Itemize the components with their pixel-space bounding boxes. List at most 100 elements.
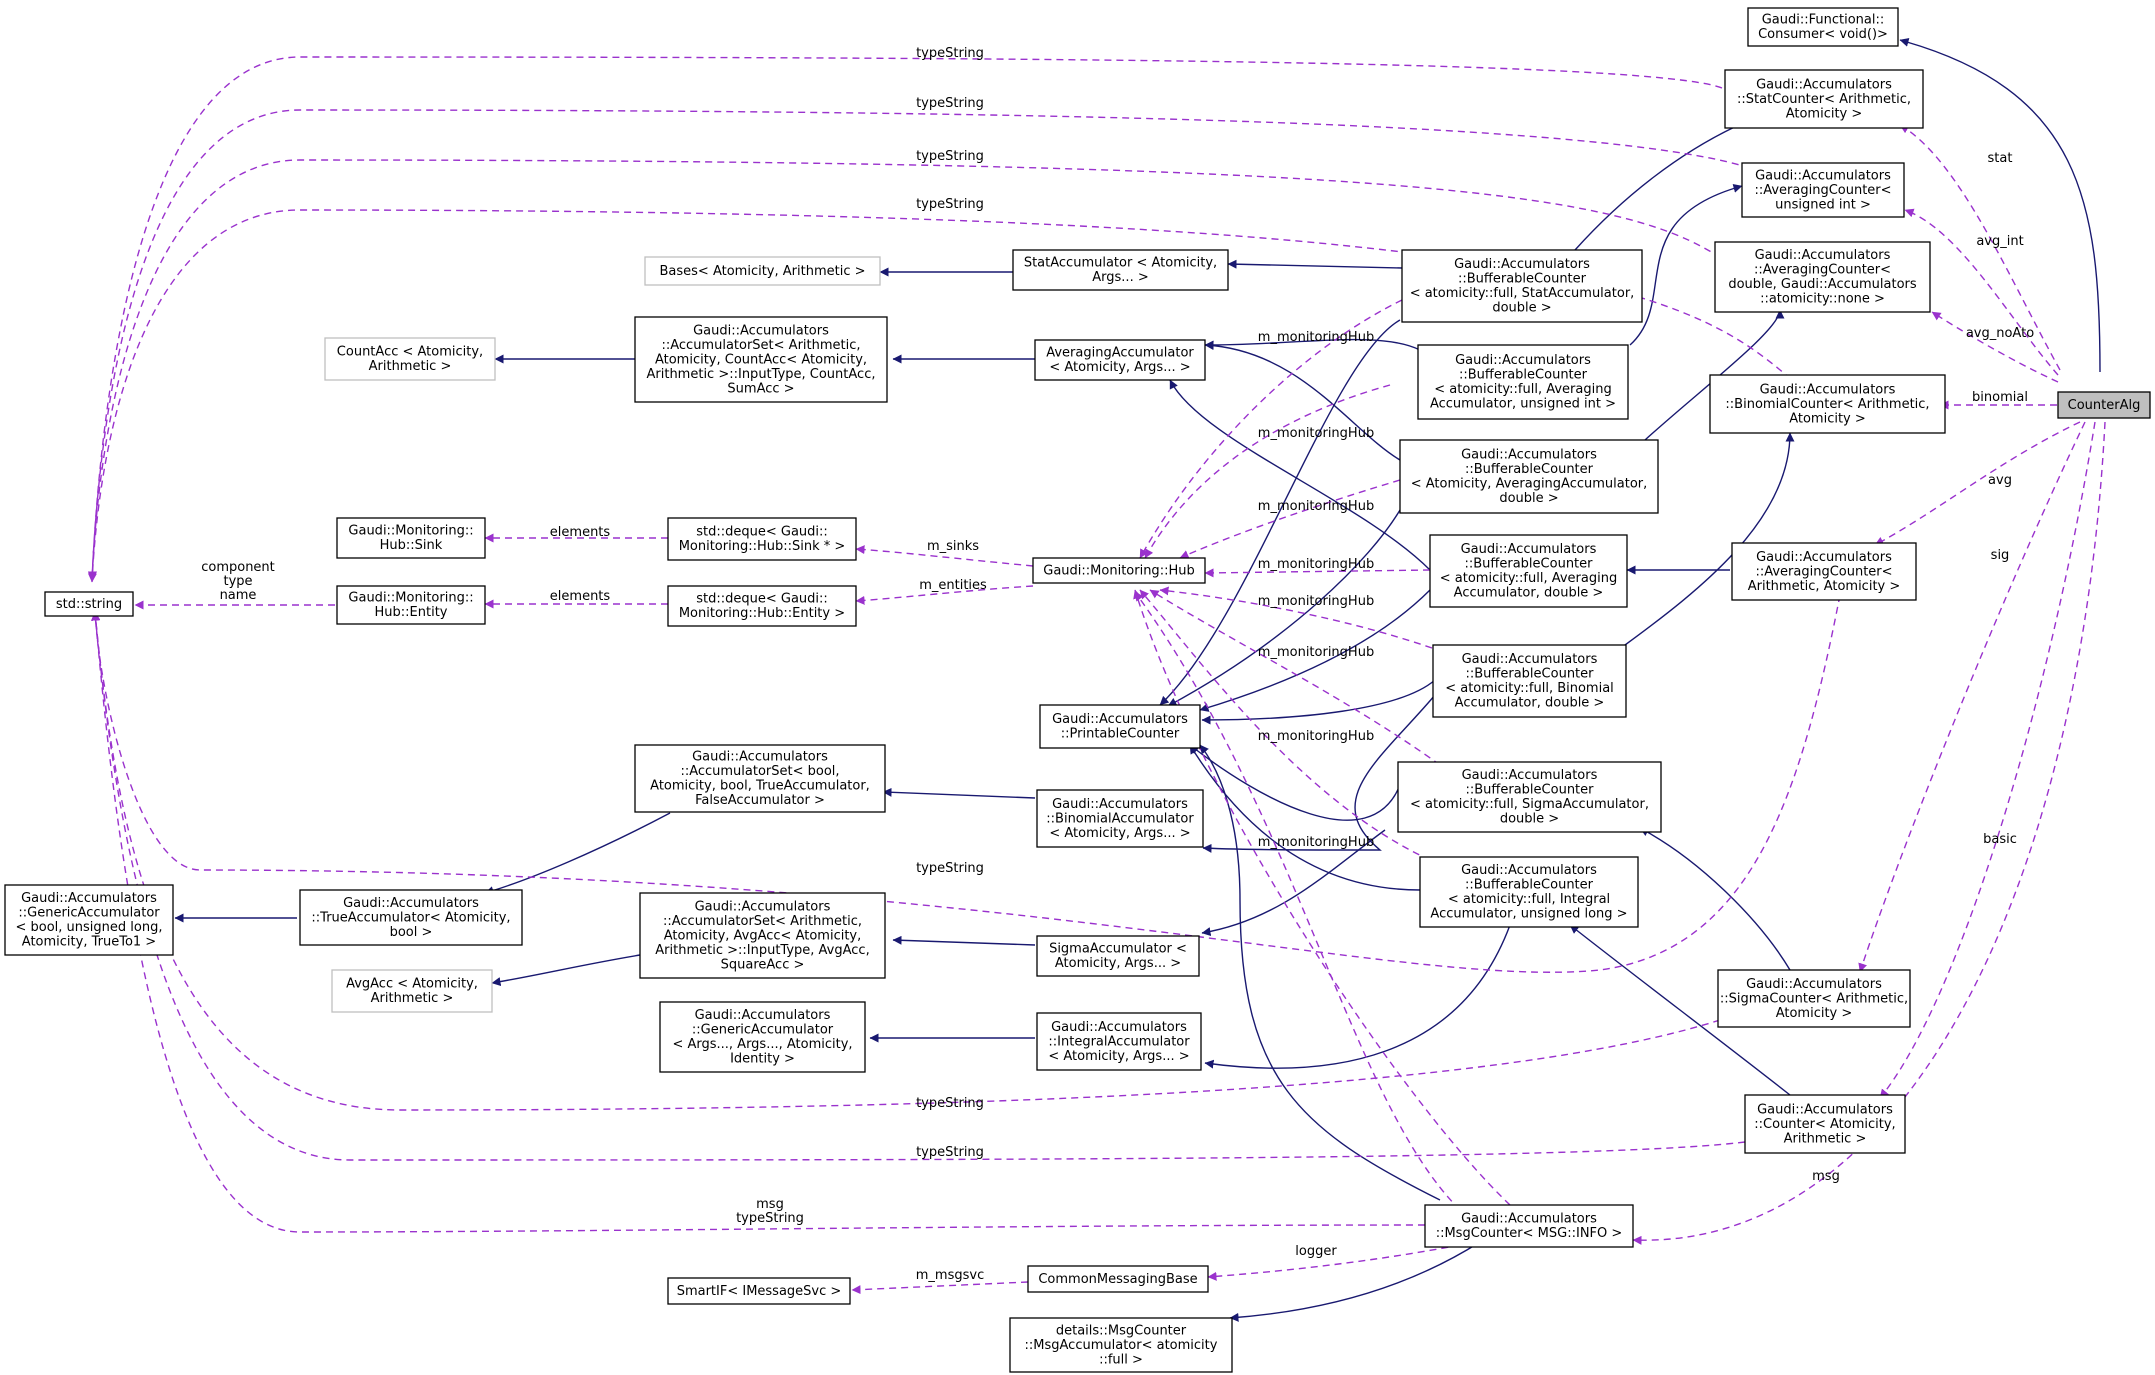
edge-msgcounter-to-printable [1199,744,1441,1201]
class-node-label: ::MsgCounter< MSG::INFO > [1436,1226,1623,1241]
class-node-label: CounterAlg [2068,398,2141,413]
class-node-bases[interactable]: Bases< Atomicity, Arithmetic > [644,256,881,286]
class-node-label: double > [1492,301,1551,316]
class-node-avgacc[interactable]: AvgAcc < Atomicity,Arithmetic > [331,969,493,1013]
class-node-label: < atomicity::full, Integral [1448,892,1610,907]
class-node-hub[interactable]: Gaudi::Monitoring::Hub [1032,557,1206,584]
class-node-stataccum[interactable]: StatAccumulator < Atomicity,Args... > [1012,249,1229,291]
class-node-label: Gaudi::Accumulators [1461,863,1597,878]
class-node-avgcounter-double-none[interactable]: Gaudi::Accumulators::AveragingCounter<do… [1714,241,1931,313]
class-node-avgaccum[interactable]: AveragingAccumulator< Atomicity, Args...… [1034,339,1206,381]
class-node-label: ::BufferableCounter [1465,878,1594,893]
class-node-label: ::MsgAccumulator< atomicity [1025,1338,1218,1353]
class-node-box [1714,241,1931,313]
class-node-label: < Atomicity, Args... > [1049,826,1190,841]
class-node-label: Atomicity > [1776,1006,1853,1021]
class-node-box [324,337,496,381]
class-node-genacc-args[interactable]: Gaudi::Accumulators::GenericAccumulator<… [659,1001,866,1073]
class-node-binomialcounter[interactable]: Gaudi::Accumulators::BinomialCounter< Ar… [1709,374,1946,434]
class-node-hub-entity[interactable]: Gaudi::Monitoring::Hub::Entity [336,585,486,625]
class-node-label: ::atomicity::none > [1760,292,1885,307]
class-node-label: Gaudi::Accumulators [1461,448,1597,463]
class-node-deque-sink[interactable]: std::deque< Gaudi::Monitoring::Hub::Sink… [667,517,857,561]
class-node-label: Gaudi::Functional:: [1762,13,1885,28]
edge-sigmaaccum-to-accsetavg [892,935,1036,946]
class-node-genacc-bool[interactable]: Gaudi::Accumulators::GenericAccumulator<… [4,884,174,956]
class-node-msgcounter[interactable]: Gaudi::Accumulators::MsgCounter< MSG::IN… [1424,1204,1634,1248]
class-node-sigmaaccum[interactable]: SigmaAccumulator <Atomicity, Args... > [1036,935,1200,977]
class-node-label: double > [1500,812,1559,827]
class-node-buf-avg-double[interactable]: Gaudi::Accumulators::BufferableCounter< … [1429,534,1628,608]
edge-bufsigma-to-printable [1189,744,1401,821]
class-node-counter[interactable]: Gaudi::Accumulators::Counter< Atomicity,… [1744,1094,1906,1154]
class-node-label: Accumulator, double > [1454,586,1604,601]
class-node-label: Gaudi::Accumulators [1455,353,1591,368]
edge-label: name [220,588,257,603]
class-node-hub-sink[interactable]: Gaudi::Monitoring::Hub::Sink [336,517,486,559]
class-node-accset-avg[interactable]: Gaudi::Accumulators::AccumulatorSet< Ari… [639,892,886,979]
class-node-label: Hub::Entity [375,605,448,620]
class-node-label: < Args..., Args..., Atomicity, [672,1037,852,1052]
class-node-label: SquareAcc > [721,957,805,972]
class-node-details-msgcounter[interactable]: details::MsgCounter::MsgAccumulator< ato… [1009,1317,1233,1373]
class-node-smartif[interactable]: SmartIF< IMessageSvc > [667,1277,851,1305]
class-node-label: Arithmetic > [371,991,454,1006]
class-node-counteralg[interactable]: CounterAlg [2057,391,2151,419]
edge-bufintegral-to-printable [1189,744,1421,891]
class-node-statcounter[interactable]: Gaudi::Accumulators::StatCounter< Arithm… [1724,69,1924,129]
class-node-label: Arithmetic, Atomicity > [1748,579,1901,594]
class-node-commonmsg[interactable]: CommonMessagingBase [1027,1265,1209,1293]
class-node-label: Identity > [730,1052,795,1067]
class-node-label: < atomicity::full, SigmaAccumulator, [1410,797,1649,812]
edge-label: m_monitoringHub [1258,557,1374,572]
class-node-printable[interactable]: Gaudi::Accumulators::PrintableCounter [1039,704,1201,749]
class-node-binomialaccum[interactable]: Gaudi::Accumulators::BinomialAccumulator… [1036,789,1204,848]
class-node-box [1032,557,1206,584]
class-node-label: Gaudi::Accumulators [695,899,831,914]
class-node-box [1401,249,1643,323]
class-node-box [1709,374,1946,434]
class-node-label: Monitoring::Hub::Entity > [679,606,845,621]
class-node-label: ::AccumulatorSet< Arithmetic, [663,914,862,929]
class-node-label: Gaudi::Accumulators [693,323,829,338]
class-node-box [1724,69,1924,129]
class-node-box [667,1277,851,1305]
class-node-box [2057,391,2151,419]
edge-avgcounter-typestring [87,109,1751,581]
edge-buf-atom-avg-to-avgcounter-none [1644,309,1785,441]
class-node-buf-sigma[interactable]: Gaudi::Accumulators::BufferableCounter< … [1397,761,1662,833]
class-node-label: Monitoring::Hub::Sink * > [679,539,846,554]
class-node-sigmacounter[interactable]: Gaudi::Accumulators::SigmaCounter< Arith… [1717,969,1911,1028]
class-node-buf-atom-avg[interactable]: Gaudi::Accumulators::BufferableCounter< … [1399,439,1659,514]
class-node-buf-stat[interactable]: Gaudi::Accumulators::BufferableCounter< … [1401,249,1643,323]
class-node-box [1036,1012,1202,1071]
class-node-box [44,591,134,617]
class-node-label: ::BufferableCounter [1458,272,1587,287]
edge-label: msg [756,1197,784,1212]
class-node-label: Arithmetic >::InputType, CountAcc, [647,367,876,382]
class-node-deque-entity[interactable]: std::deque< Gaudi::Monitoring::Hub::Enti… [667,585,857,627]
class-node-label: Accumulator, double > [1455,696,1605,711]
class-node-functional-consumer[interactable]: Gaudi::Functional::Consumer< void()> [1747,7,1899,47]
class-node-countacc[interactable]: CountAcc < Atomicity,Arithmetic > [324,337,496,381]
class-node-buf-binomial[interactable]: Gaudi::Accumulators::BufferableCounter< … [1432,644,1627,718]
class-node-buf-avg-uint[interactable]: Gaudi::Accumulators::BufferableCounter< … [1417,344,1629,420]
class-node-buf-integral[interactable]: Gaudi::Accumulators::BufferableCounter< … [1419,856,1639,928]
class-node-avgcounter-uint[interactable]: Gaudi::Accumulators::AveragingCounter<un… [1741,162,1905,218]
class-node-avgcounter-generic[interactable]: Gaudi::Accumulators::AveragingCounter<Ar… [1731,542,1917,601]
class-node-accset-count[interactable]: Gaudi::Accumulators::AccumulatorSet< Ari… [634,316,888,403]
class-node-label: double > [1499,491,1558,506]
class-node-label: std::deque< Gaudi:: [696,525,828,540]
edge-bufavgdbl-to-avgaccum [1169,379,1431,571]
class-node-accset-bool[interactable]: Gaudi::Accumulators::AccumulatorSet< boo… [634,744,886,813]
edge-label: component [201,560,275,575]
edge-label: avg_int [1976,234,2023,249]
class-node-integralaccum[interactable]: Gaudi::Accumulators::IntegralAccumulator… [1036,1012,1202,1071]
class-node-box [331,969,493,1013]
class-node-label: Consumer< void()> [1758,27,1888,42]
class-node-stdstring[interactable]: std::string [44,591,134,617]
class-node-label: SigmaAccumulator < [1049,942,1187,957]
edge-label: typeString [736,1211,804,1226]
class-node-trueaccum[interactable]: Gaudi::Accumulators::TrueAccumulator< At… [299,889,523,946]
edge-accsetbool-to-trueaccum [484,812,671,895]
